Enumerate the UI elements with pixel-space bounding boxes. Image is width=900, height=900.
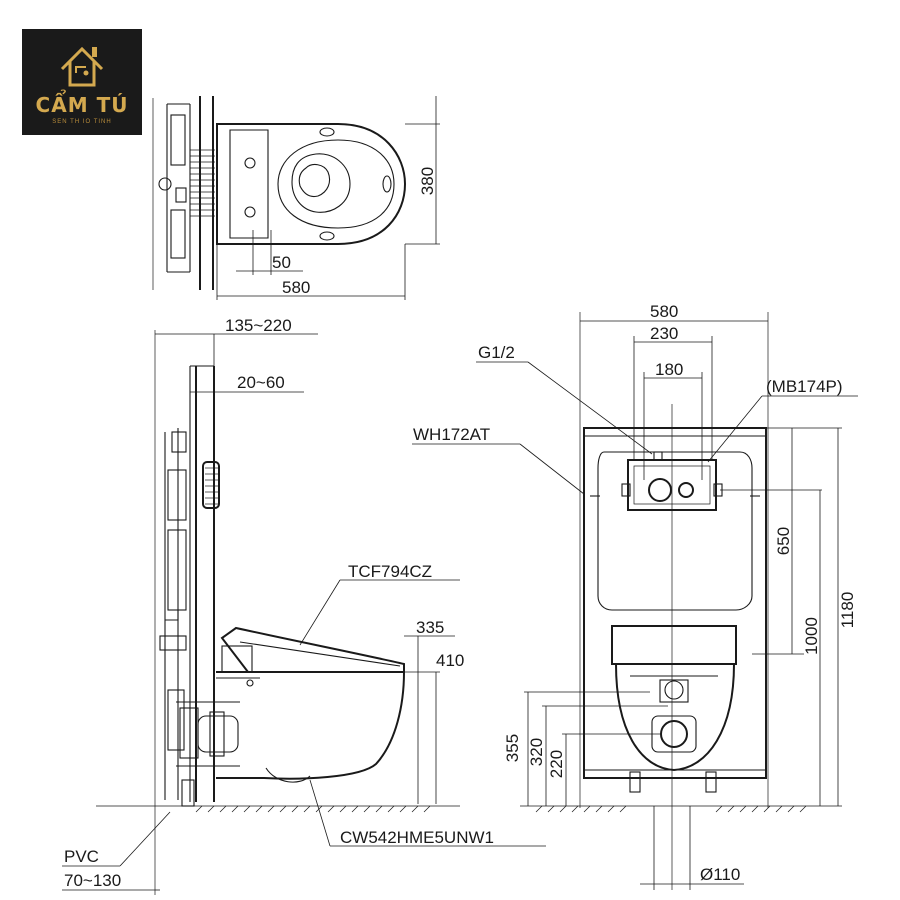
front-view	[412, 312, 858, 890]
height-320-label: 320	[527, 738, 546, 766]
drain-diameter-label: Ø110	[700, 865, 740, 884]
height-1180-label: 1180	[838, 592, 857, 629]
brand-name: CẨM TÚ	[35, 93, 129, 117]
flush-fins	[190, 149, 215, 217]
toilet-bowl	[216, 671, 406, 783]
floor-hatch	[195, 805, 807, 813]
offset-dim-label: 50	[272, 253, 291, 272]
toilet-seat	[220, 626, 405, 673]
depth-dim-label: 380	[418, 167, 437, 195]
bowl-callout: CW542HME5UNW1	[340, 828, 494, 847]
drain-pipe	[176, 701, 240, 767]
front-width-580-label: 580	[650, 302, 678, 321]
height-220-label: 220	[547, 750, 566, 778]
seat-callout: TCF794CZ	[348, 562, 432, 581]
house-icon	[60, 46, 104, 87]
pvc-label: PVC	[64, 847, 99, 866]
seat-height-410-label: 410	[436, 651, 464, 670]
seat-height-335-label: 335	[416, 618, 444, 637]
pvc-range-label: 70~130	[64, 871, 121, 890]
wall-thickness-dim-label: 20~60	[237, 373, 285, 392]
height-1000-label: 1000	[802, 617, 821, 655]
height-355-label: 355	[503, 734, 522, 762]
frame-depth-dim-label: 135~220	[225, 316, 292, 335]
flush-button	[202, 461, 220, 509]
inlet-callout: G1/2	[478, 343, 515, 362]
frame-callout: WH172AT	[413, 425, 490, 444]
front-width-180-label: 180	[655, 360, 683, 379]
height-650-label: 650	[774, 527, 793, 555]
plate-callout: (MB174P)	[766, 377, 843, 396]
side-view	[62, 330, 546, 895]
front-bowl	[611, 625, 737, 793]
top-width-dim-label: 580	[282, 278, 310, 297]
front-width-230-label: 230	[650, 324, 678, 343]
top-view	[152, 96, 440, 300]
brand-logo: CẨM TÚ SEN TH IO TINH	[22, 29, 142, 135]
brand-tagline: SEN TH IO TINH	[52, 119, 112, 125]
